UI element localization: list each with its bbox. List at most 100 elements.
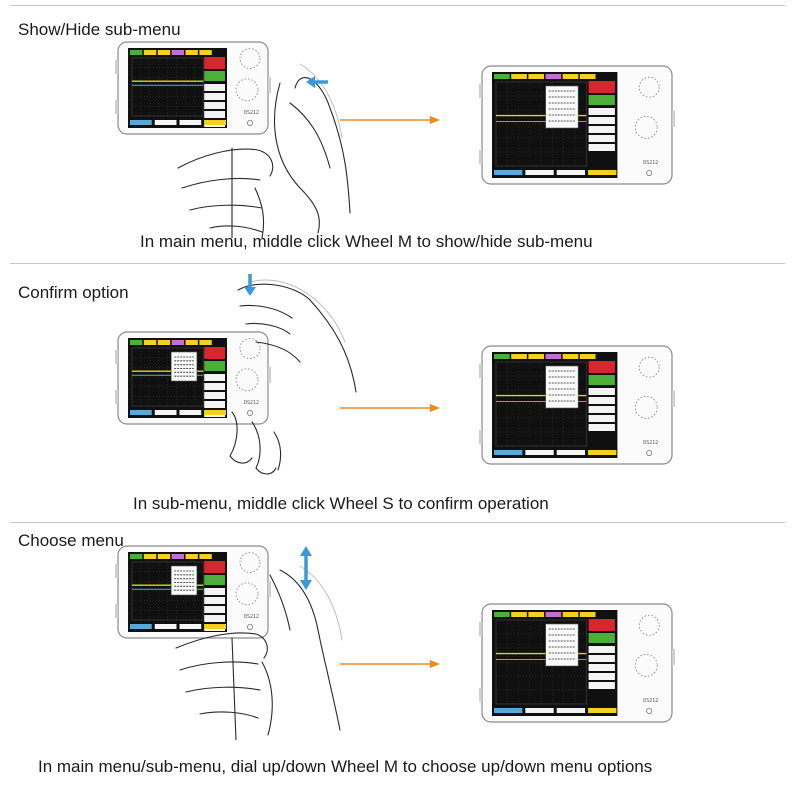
menu-header bbox=[204, 347, 226, 359]
menu-selected-item bbox=[588, 375, 615, 385]
status-bar-box bbox=[525, 170, 554, 175]
menu-header bbox=[204, 561, 226, 573]
model-label: DS212 bbox=[643, 440, 658, 446]
status-bar-box bbox=[525, 708, 554, 713]
hand-stroke bbox=[255, 341, 301, 363]
status-box bbox=[562, 354, 579, 359]
status-box bbox=[545, 354, 562, 359]
status-box bbox=[545, 612, 562, 617]
hand-drawing bbox=[177, 63, 351, 238]
status-box bbox=[511, 354, 527, 359]
menu-selected-item bbox=[588, 633, 615, 643]
status-bar-box bbox=[556, 450, 586, 455]
menu-item bbox=[588, 126, 615, 133]
oscilloscope-device: DS212 bbox=[115, 41, 271, 135]
hand-stroke bbox=[254, 187, 265, 238]
hand-stroke bbox=[177, 148, 274, 177]
wheel-m bbox=[634, 115, 658, 139]
section-divider bbox=[10, 5, 785, 6]
section-title: Confirm option bbox=[18, 283, 129, 302]
oscilloscope-device: DS212 bbox=[479, 603, 675, 723]
side-port bbox=[115, 350, 118, 364]
menu-item bbox=[204, 102, 226, 109]
menu-selected-item bbox=[204, 71, 226, 81]
hand-stroke bbox=[179, 661, 259, 671]
status-bar-box bbox=[130, 410, 152, 415]
submenu-popup bbox=[545, 85, 579, 129]
side-port bbox=[479, 84, 482, 98]
side-port bbox=[115, 60, 118, 74]
submenu-popup bbox=[545, 623, 579, 667]
side-port bbox=[479, 622, 482, 636]
flow-arrow-head bbox=[430, 660, 440, 668]
side-button bbox=[268, 366, 271, 383]
menu-item bbox=[204, 606, 226, 613]
menu-item bbox=[588, 135, 615, 142]
flow-arrow-head bbox=[430, 116, 440, 124]
status-box bbox=[185, 554, 198, 559]
side-port bbox=[479, 688, 482, 702]
status-box bbox=[199, 50, 212, 55]
menu-selected-item bbox=[204, 575, 226, 585]
gesture-arrow-head bbox=[306, 76, 315, 88]
status-box bbox=[579, 74, 596, 79]
side-port bbox=[479, 150, 482, 164]
flow-arrow-head bbox=[430, 404, 440, 412]
side-button bbox=[672, 648, 675, 665]
status-box bbox=[528, 74, 545, 79]
hand-stroke bbox=[175, 632, 268, 659]
side-port bbox=[115, 564, 118, 578]
menu-item bbox=[588, 117, 615, 124]
menu-item bbox=[588, 388, 615, 395]
flow-arrow bbox=[340, 404, 440, 412]
section-caption: In sub-menu, middle click Wheel S to con… bbox=[133, 494, 549, 513]
status-bar-box bbox=[494, 450, 523, 455]
status-box bbox=[494, 612, 510, 617]
menu-item bbox=[588, 415, 615, 422]
status-box bbox=[171, 340, 184, 345]
menu-item bbox=[204, 374, 226, 381]
power-button bbox=[246, 624, 253, 631]
hand-stroke bbox=[294, 77, 351, 214]
hand-stroke bbox=[231, 637, 237, 740]
hand-stroke bbox=[279, 569, 341, 731]
side-button bbox=[268, 76, 271, 93]
section-caption: In main menu, middle click Wheel M to sh… bbox=[140, 232, 593, 251]
gesture-arrow-head bbox=[244, 287, 256, 296]
status-box bbox=[528, 612, 545, 617]
hand-stroke bbox=[189, 204, 263, 211]
menu-item bbox=[204, 84, 226, 91]
hand-stroke bbox=[251, 421, 277, 475]
status-box bbox=[171, 50, 184, 55]
status-bar-box bbox=[588, 170, 617, 175]
oscilloscope-device: DS212 bbox=[115, 331, 271, 425]
side-button bbox=[672, 110, 675, 127]
menu-item bbox=[588, 673, 615, 680]
status-box bbox=[199, 554, 212, 559]
hand-stroke bbox=[273, 431, 282, 471]
power-button bbox=[646, 169, 653, 176]
power-button bbox=[646, 449, 653, 456]
menu-item bbox=[588, 646, 615, 653]
status-box bbox=[579, 612, 596, 617]
status-box bbox=[157, 50, 171, 55]
hand-shadow-stroke bbox=[299, 63, 343, 139]
status-box bbox=[157, 340, 171, 345]
status-box bbox=[157, 554, 171, 559]
status-bar-box bbox=[154, 624, 177, 629]
wheel-m bbox=[235, 78, 259, 102]
status-bar-box bbox=[588, 708, 617, 713]
side-port bbox=[479, 430, 482, 444]
wheel-m bbox=[235, 368, 259, 392]
hand-stroke bbox=[229, 411, 253, 464]
hand-stroke bbox=[273, 82, 320, 234]
hand-stroke bbox=[209, 225, 263, 233]
status-box bbox=[579, 354, 596, 359]
side-port bbox=[115, 604, 118, 618]
model-label: DS212 bbox=[643, 698, 658, 704]
status-box bbox=[494, 354, 510, 359]
menu-selected-item bbox=[588, 95, 615, 105]
menu-item bbox=[204, 383, 226, 390]
